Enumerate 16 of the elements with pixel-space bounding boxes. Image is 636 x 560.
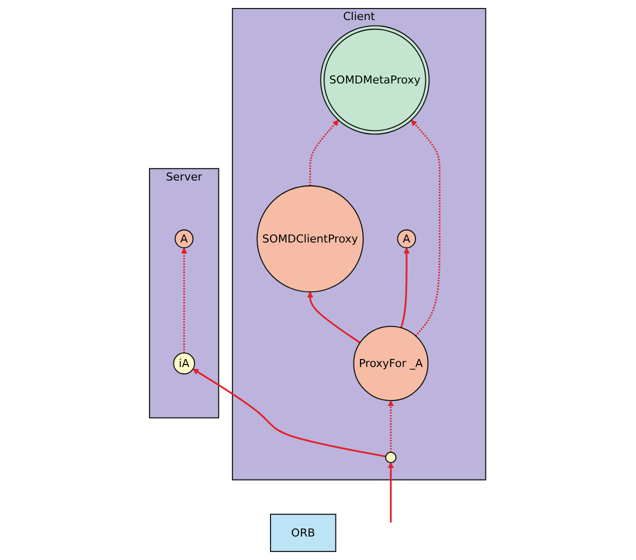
arrow	[181, 248, 188, 354]
node-circle: A	[398, 229, 416, 248]
arrow	[308, 292, 361, 344]
arrow	[400, 248, 410, 328]
node-circle: SOMDClientProxy	[257, 185, 364, 292]
arrow	[388, 462, 394, 523]
arrow	[310, 120, 340, 186]
node-circle: ProxyFor _A	[354, 326, 429, 402]
node-circle: iA	[174, 352, 196, 374]
arrow	[388, 400, 394, 452]
node-box: ORB	[270, 514, 337, 552]
node-circle	[386, 452, 397, 464]
node-circle: SOMDMetaProxy	[320, 25, 430, 135]
arrow	[411, 120, 441, 336]
arrow	[193, 368, 386, 458]
node-circle: A	[175, 229, 194, 248]
